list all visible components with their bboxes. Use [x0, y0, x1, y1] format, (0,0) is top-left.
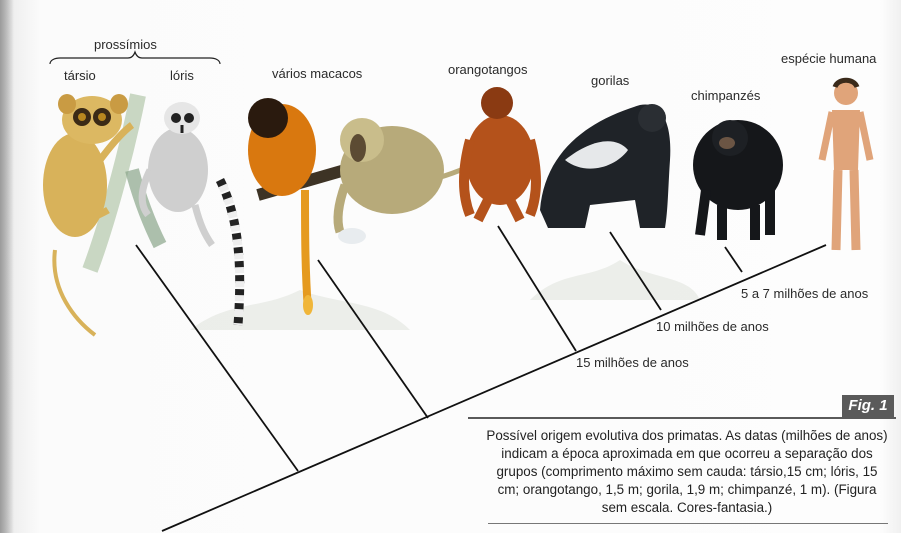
time-5-7-million: 5 a 7 milhões de anos — [741, 286, 868, 301]
background-trees — [190, 260, 700, 330]
caption-rule — [488, 523, 888, 524]
chimpanzee-illustration — [693, 120, 783, 240]
time-10-million: 10 milhões de anos — [656, 319, 769, 334]
time-15-million: 15 milhões de anos — [576, 355, 689, 370]
human-illustration — [822, 80, 870, 250]
label-prosimians: prossímios — [94, 37, 157, 52]
label-chimpanzees: chimpanzés — [691, 88, 760, 103]
branch-chimpanzees — [725, 247, 742, 272]
tarsier-illustration — [43, 94, 138, 335]
label-tarsier: társio — [64, 68, 96, 83]
figure-caption: Possível origem evolutiva dos primatas. … — [486, 427, 888, 517]
gorilla-illustration — [540, 104, 670, 228]
loris-illustration — [132, 102, 240, 325]
baboon-illustration — [338, 118, 466, 244]
label-loris: lóris — [170, 68, 194, 83]
label-gorillas: gorilas — [591, 73, 629, 88]
orangutan-illustration — [464, 87, 536, 220]
figure-badge: Fig. 1 — [842, 395, 894, 417]
prosimian-bracket — [50, 52, 220, 64]
label-monkeys: vários macacos — [272, 66, 362, 81]
golden-monkey-illustration — [248, 98, 345, 315]
label-human: espécie humana — [781, 51, 876, 66]
branch-prosimians — [136, 245, 298, 471]
caption-box: Possível origem evolutiva dos primatas. … — [468, 417, 896, 527]
label-orangutans: orangotangos — [448, 62, 528, 77]
branch-monkeys — [318, 260, 428, 418]
